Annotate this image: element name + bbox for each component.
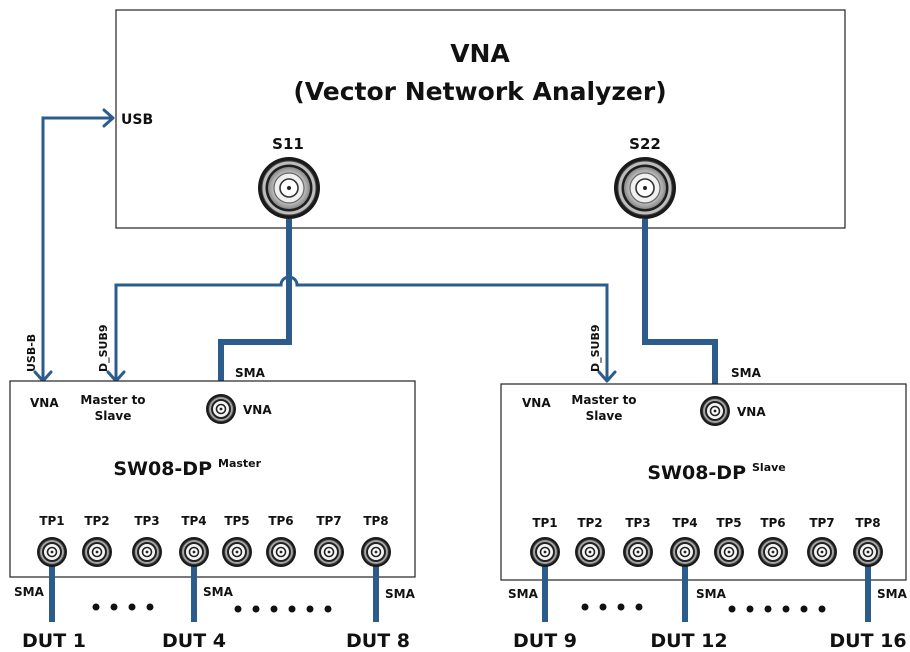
slave-test-ports: TP1 TP2 TP3 TP4 TP5 TP6 TP7 TP8	[529, 516, 884, 622]
vna-subtitle: (Vector Network Analyzer)	[293, 77, 666, 106]
slave-tp3-label: TP3	[625, 516, 650, 530]
slave-device-name: SW08-DP	[647, 462, 746, 484]
dut-4-label: DUT 4	[162, 630, 226, 652]
slave-vna-connector-icon	[699, 395, 731, 427]
dut-1-label: DUT 1	[22, 630, 86, 652]
dut-8-label: DUT 8	[346, 630, 410, 652]
d-sub9-cable	[114, 275, 609, 380]
master-tp3-label: TP3	[134, 514, 159, 528]
master-tp7-label: TP7	[316, 514, 341, 528]
master-to-slave-label-2: Slave	[95, 409, 132, 423]
dsub9-slave-label: D_SUB9	[589, 324, 602, 372]
dut-16-label: DUT 16	[829, 630, 906, 652]
master-ellipsis-2	[234, 605, 332, 613]
slave-tp2-connector-icon[interactable]	[574, 536, 606, 568]
master-sma-mid-label: SMA	[203, 585, 234, 599]
master-tp1-label: TP1	[39, 514, 64, 528]
slave-tp8-label: TP8	[855, 516, 880, 530]
slave-sma-left-label: SMA	[508, 587, 539, 601]
master-tp2-connector-icon[interactable]	[81, 536, 113, 568]
master-device-role: Master	[218, 457, 262, 470]
master-sma-left-label: SMA	[14, 585, 45, 599]
master-tp7-connector-icon[interactable]	[313, 536, 345, 568]
slave-tp7-connector-icon[interactable]	[806, 536, 838, 568]
usb-b-label: USB-B	[25, 334, 38, 372]
s22-port-icon	[613, 156, 677, 220]
master-vna-connector-label: VNA	[243, 403, 272, 417]
slave-tp5-label: TP5	[716, 516, 741, 530]
master-ellipsis-1	[92, 603, 154, 611]
slave-sma-right-label: SMA	[877, 587, 908, 601]
slave-sma-label: SMA	[731, 366, 762, 380]
usb-cable	[41, 116, 113, 380]
slave-sma-mid-label: SMA	[696, 587, 727, 601]
slave-tp1-label: TP1	[532, 516, 557, 530]
slave-tp6-connector-icon[interactable]	[757, 536, 789, 568]
master-tp4-connector-icon[interactable]	[178, 536, 210, 568]
master-tp6-label: TP6	[268, 514, 293, 528]
master-tp3-connector-icon[interactable]	[131, 536, 163, 568]
s11-label: S11	[272, 135, 304, 153]
master-to-slave-label-1: Master to	[80, 393, 145, 407]
master-tp5-label: TP5	[224, 514, 249, 528]
slave-tp2-label: TP2	[577, 516, 602, 530]
slave-vna-port-label: VNA	[522, 396, 551, 410]
usb-arrowhead-icon	[102, 108, 115, 128]
vna-box	[115, 9, 846, 229]
slave-tp6-label: TP6	[760, 516, 785, 530]
s11-sma-cable	[218, 219, 292, 393]
dut-9-label: DUT 9	[513, 630, 577, 652]
slave-master-to-slave-label-1: Master to	[571, 393, 636, 407]
master-tp4-label: TP4	[181, 514, 206, 528]
master-test-ports: TP1 TP2 TP3 TP4 TP5 TP6 TP7 TP8	[36, 514, 392, 622]
master-vna-port-label: VNA	[30, 396, 59, 410]
master-sma-label: SMA	[235, 366, 266, 380]
master-tp5-connector-icon[interactable]	[221, 536, 253, 568]
master-tp2-label: TP2	[84, 514, 109, 528]
slave-tp3-connector-icon[interactable]	[622, 536, 654, 568]
vna-title: VNA	[450, 39, 510, 68]
slave-vna-connector-label: VNA	[737, 405, 766, 419]
slave-device-role: Slave	[752, 461, 786, 474]
s22-label: S22	[629, 135, 661, 153]
usb-label: USB	[121, 112, 153, 128]
slave-ellipsis-1	[581, 603, 643, 611]
s11-port-icon	[257, 156, 321, 220]
master-tp1-connector-icon[interactable]	[36, 536, 68, 568]
dsub9-master-label: D_SUB9	[97, 324, 110, 372]
slave-tp4-connector-icon[interactable]	[669, 536, 701, 568]
slave-tp5-connector-icon[interactable]	[713, 536, 745, 568]
slave-master-to-slave-label-2: Slave	[586, 409, 623, 423]
dsub9-slave-arrowhead-icon	[597, 370, 617, 383]
s22-sma-cable	[642, 219, 718, 396]
master-tp8-connector-icon[interactable]	[360, 536, 392, 568]
slave-tp8-connector-icon[interactable]	[852, 536, 884, 568]
slave-tp4-label: TP4	[672, 516, 697, 530]
master-vna-connector-icon	[205, 393, 237, 425]
master-sma-right-label: SMA	[385, 587, 416, 601]
master-tp8-label: TP8	[363, 514, 388, 528]
slave-ellipsis-2	[728, 605, 826, 613]
master-device-name: SW08-DP	[113, 458, 212, 480]
slave-tp1-connector-icon[interactable]	[529, 536, 561, 568]
dut-12-label: DUT 12	[650, 630, 727, 652]
master-tp6-connector-icon[interactable]	[265, 536, 297, 568]
slave-tp7-label: TP7	[809, 516, 834, 530]
